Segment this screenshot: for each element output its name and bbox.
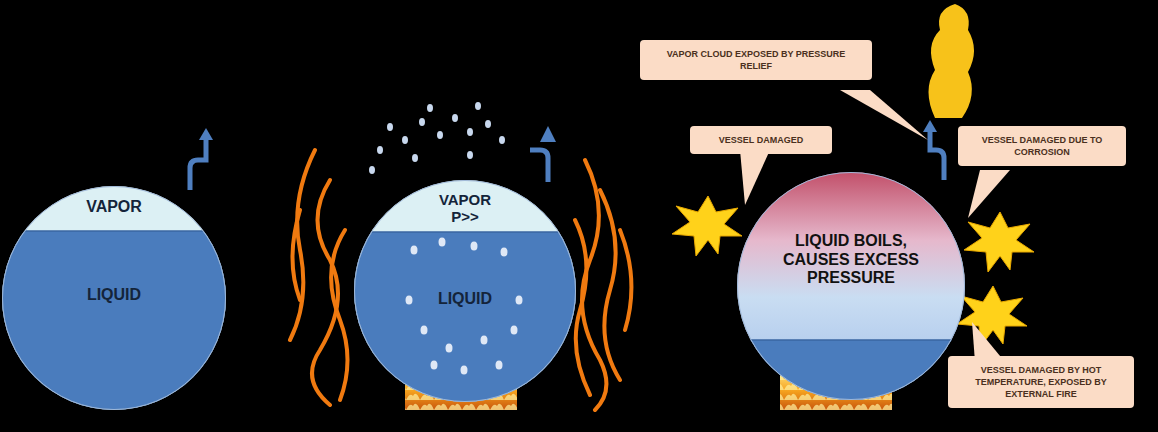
- vapor-cloud: [929, 4, 975, 118]
- callout-box: VESSEL DAMAGED DUE TO CORROSION: [958, 126, 1126, 166]
- vessel-label: LIQUID: [354, 290, 576, 308]
- callout-text: VESSEL DAMAGED DUE TO CORROSION: [968, 134, 1116, 158]
- vessel-circle: VAPOR P>> LIQUID: [354, 180, 576, 402]
- vapor-dots: [369, 102, 505, 174]
- vessel-label: VAPOR: [2, 198, 226, 216]
- vessel-circle: VAPOR LIQUID: [2, 186, 226, 410]
- flame: [290, 150, 631, 410]
- callout-text: VAPOR CLOUD EXPOSED BY PRESSURE RELIEF: [650, 48, 862, 72]
- vessel-label: VAPOR P>>: [354, 191, 576, 226]
- vessel-label: LIQUID BOILS, CAUSES EXCESS PRESSURE: [737, 232, 965, 287]
- callout-box: VESSEL DAMAGED: [690, 126, 832, 154]
- callout-box: VESSEL DAMAGED BY HOT TEMPERATURE, EXPOS…: [948, 356, 1134, 408]
- callout-box: VAPOR CLOUD EXPOSED BY PRESSURE RELIEF: [640, 40, 872, 80]
- callout-text: VESSEL DAMAGED: [719, 134, 803, 146]
- callout-text: VESSEL DAMAGED BY HOT TEMPERATURE, EXPOS…: [958, 364, 1124, 400]
- vessel-circle: LIQUID BOILS, CAUSES EXCESS PRESSURE: [737, 172, 965, 400]
- vessel-label: LIQUID: [2, 286, 226, 304]
